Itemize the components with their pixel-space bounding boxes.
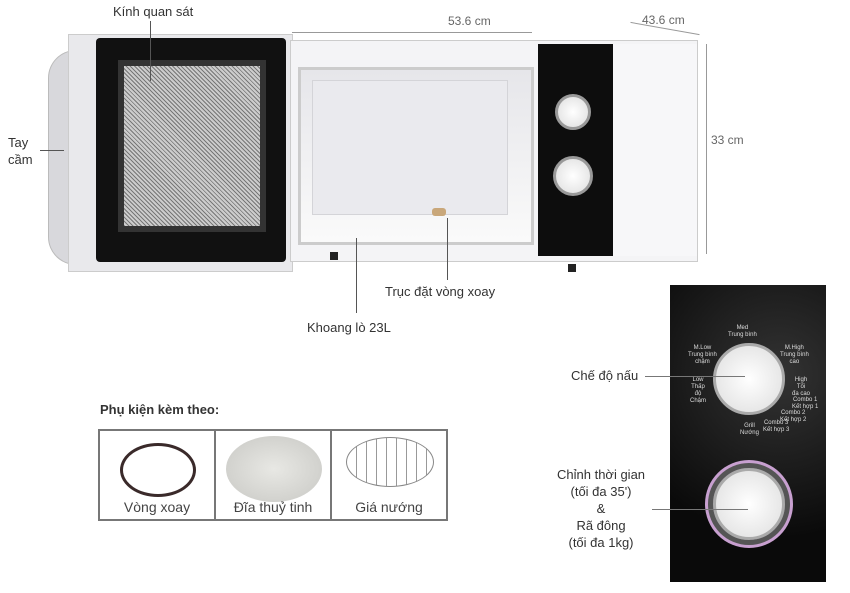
foot bbox=[330, 252, 338, 260]
microwave-side bbox=[613, 44, 697, 256]
control-panel-closeup: Med Trung bình M.Low Trung bình chậm M.H… bbox=[670, 285, 826, 582]
label-timer: Chỉnh thời gian (tối đa 35') & Rã đông (… bbox=[557, 467, 646, 550]
viewing-window bbox=[118, 60, 266, 232]
accessories-title: Phụ kiện kèm theo: bbox=[100, 402, 220, 417]
control-panel bbox=[538, 44, 613, 256]
label-handle: Tay cầm bbox=[8, 135, 33, 167]
power-knob bbox=[555, 94, 591, 130]
label-turntable-axis: Trục đặt vòng xoay bbox=[385, 284, 496, 299]
glass-plate-image bbox=[226, 436, 322, 502]
turntable-axis bbox=[432, 208, 446, 216]
grill-rack-image bbox=[346, 437, 434, 487]
leader-line bbox=[652, 509, 748, 510]
panel-label: M.High Trung bình cao bbox=[780, 345, 809, 365]
label-depth: 43.6 cm bbox=[642, 13, 685, 27]
label-cavity: Khoang lò 23L bbox=[307, 320, 391, 335]
accessory-label: Giá nướng bbox=[355, 499, 423, 515]
panel-label: Grill Nướng bbox=[740, 423, 759, 436]
accessory-grill-rack: Giá nướng bbox=[332, 431, 446, 519]
panel-label: Low Thấp độ Chậm bbox=[690, 377, 707, 404]
accessory-glass-plate: Đĩa thuỷ tinh bbox=[216, 431, 332, 519]
accessory-label: Đĩa thuỷ tinh bbox=[233, 499, 313, 515]
panel-label: Combo 2 Kết hợp 2 bbox=[780, 410, 807, 423]
label-height: 33 cm bbox=[711, 133, 744, 147]
accessories-table: Vòng xoay Đĩa thuỷ tinh Giá nướng bbox=[98, 429, 448, 521]
cavity-back-wall bbox=[312, 80, 508, 215]
turntable-ring-image bbox=[120, 443, 196, 497]
accessory-label: Vòng xoay bbox=[123, 499, 191, 515]
timer-knob-closeup bbox=[713, 468, 785, 540]
panel-label: High Tối đa cao bbox=[792, 377, 811, 397]
label-width: 53.6 cm bbox=[448, 14, 491, 28]
leader-line bbox=[150, 21, 151, 81]
panel-label: Combo 3 Kết hợp 3 bbox=[763, 420, 790, 433]
label-glass: Kính quan sát bbox=[113, 4, 194, 19]
height-dimension-line bbox=[706, 44, 707, 254]
panel-label: Combo 1 Kết hợp 1 bbox=[792, 397, 819, 410]
panel-label: M.Low Trung bình chậm bbox=[688, 345, 717, 365]
leader-line bbox=[645, 376, 745, 377]
accessory-turntable-ring: Vòng xoay bbox=[100, 431, 216, 519]
power-knob-closeup bbox=[713, 343, 785, 415]
panel-label: Med Trung bình bbox=[728, 325, 757, 338]
foot bbox=[568, 264, 576, 272]
timer-knob bbox=[553, 156, 593, 196]
label-cook-mode: Chế độ nấu bbox=[571, 368, 639, 383]
leader-line bbox=[447, 218, 448, 280]
width-dimension-line bbox=[292, 32, 532, 33]
leader-line bbox=[40, 150, 64, 151]
leader-line bbox=[356, 238, 357, 313]
